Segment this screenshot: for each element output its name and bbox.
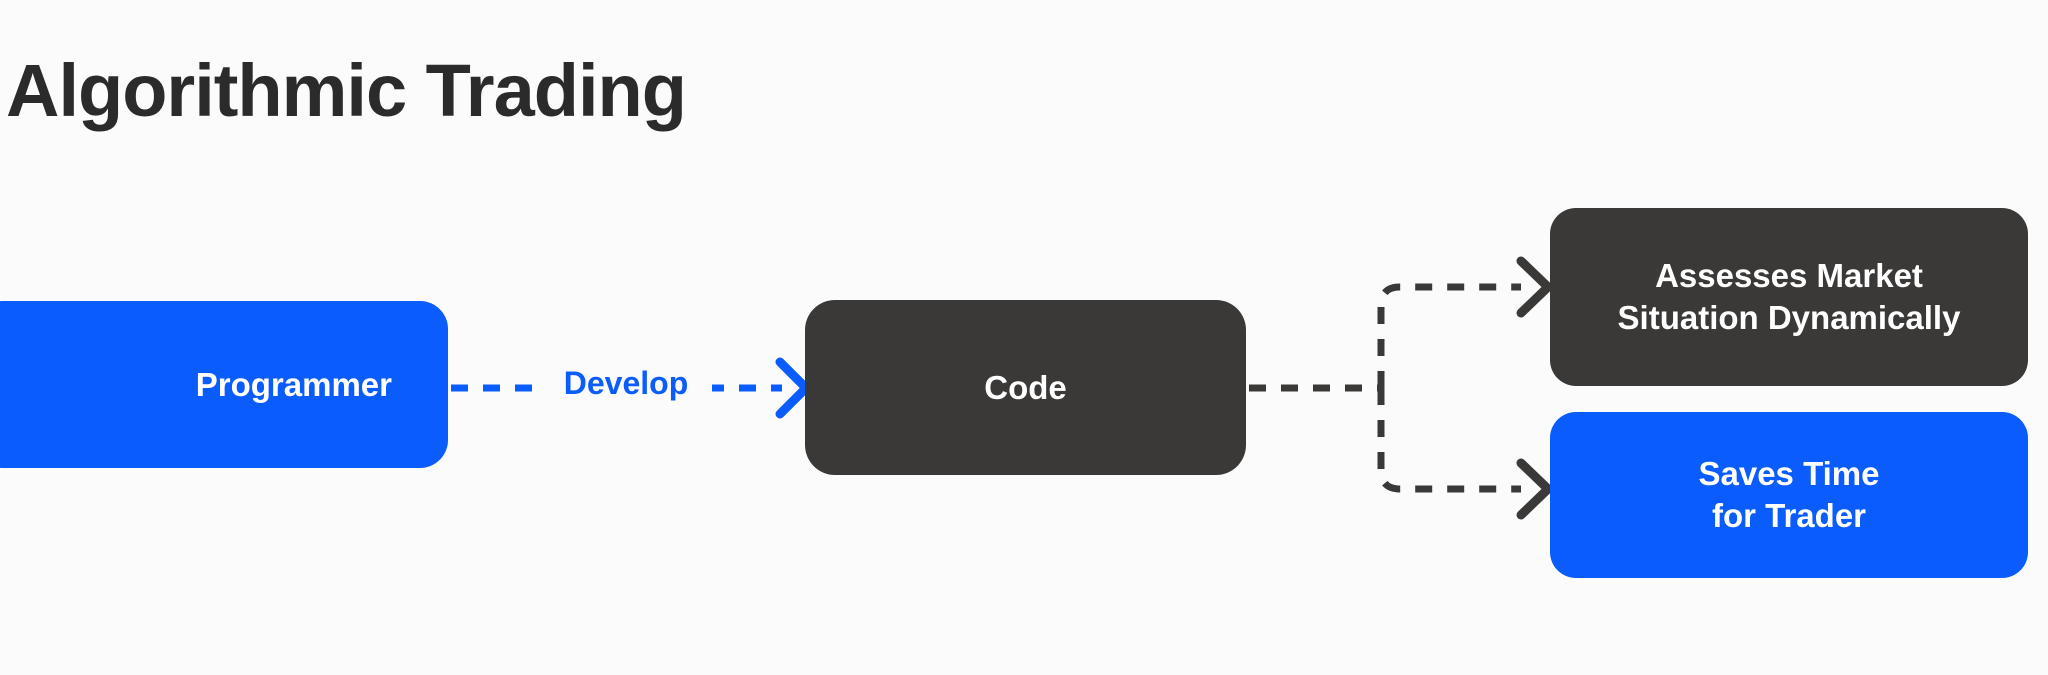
node-programmer[interactable]: Programmer [0, 301, 448, 468]
node-code-label: Code [984, 368, 1067, 406]
edge-label-develop: Develop [540, 363, 712, 403]
arrowhead-saves [1516, 458, 1555, 520]
node-saves-label: Saves Time for Trader [1698, 455, 1880, 534]
node-assesses-label: Assesses Market Situation Dynamically [1617, 257, 1961, 336]
edge-code-to-assesses [1377, 256, 1555, 388]
arrowhead-assesses [1516, 256, 1555, 318]
edge-code-to-saves [1377, 388, 1555, 520]
edge-line-saves [1377, 388, 1521, 493]
node-code[interactable]: Code [805, 300, 1246, 475]
page-title: Algorithmic Trading [6, 49, 687, 132]
node-assesses-market-situation-dynamically[interactable]: Assesses Market Situation Dynamically [1550, 208, 2028, 386]
arrowhead-develop [775, 357, 813, 419]
node-saves-time-for-trader[interactable]: Saves Time for Trader [1550, 412, 2028, 578]
node-programmer-label: Programmer [195, 365, 392, 403]
edge-line-assesses [1377, 283, 1521, 388]
